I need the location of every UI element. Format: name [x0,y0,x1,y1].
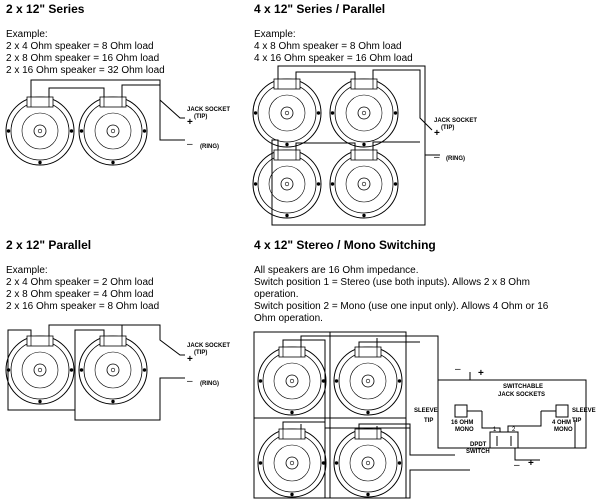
example-line: 2 x 4 Ohm speaker = 2 Ohm load [6,277,154,288]
example-label: Example: [254,29,296,40]
example-label: Example: [6,265,48,276]
description-line: Switch position 2 = Mono (use one input … [254,301,549,324]
section-title: 2 x 12" Parallel [6,238,92,252]
ring-label: (RING) [200,144,219,150]
plus-sign: + [187,117,193,128]
mono-label: MONO [455,427,474,433]
tip-label: (TIP) [194,350,207,356]
section-title: 4 x 12" Stereo / Mono Switching [254,238,436,252]
speaker-cone [78,335,148,405]
example-line: 2 x 8 Ohm speaker = 16 Ohm load [6,53,160,64]
speaker-cone [5,335,75,405]
speaker-cone [252,149,322,219]
sleeve-label: SLEEVE [414,408,438,414]
sleeve-label: SLEEVE [572,408,596,414]
ring-label: (RING) [446,156,465,162]
jack-socket-label: JACK SOCKET [187,343,230,349]
diagram-4x12-series-parallel [252,65,440,226]
example-line: 2 x 16 Ohm speaker = 8 Ohm load [6,301,160,312]
speaker-cone [257,346,327,416]
minus-sign: – [455,364,461,375]
speaker-cone [329,149,399,219]
plus-sign: + [434,128,440,139]
dpdt-label: DPDT [470,442,487,448]
minus-sign: – [514,460,520,471]
diagram-2x12-series [5,79,185,166]
plus-sign: + [528,458,534,469]
ring-label: (RING) [200,381,219,387]
jack-sockets-label: JACK SOCKETS [498,392,545,398]
example-label: Example: [6,29,48,40]
description-line: All speakers are 16 Ohm impedance. [254,265,419,276]
speaker-cone [252,78,322,148]
switchable-label: SWITCHABLE [503,384,543,390]
example-line: 4 x 16 Ohm speaker = 16 Ohm load [254,53,413,64]
switch-pos-1: 1 [493,427,497,433]
section-title: 2 x 12" Series [6,2,85,16]
speaker-cone [329,78,399,148]
diagram-4x12-stereo-mono [253,331,587,499]
section-title: 4 x 12" Series / Parallel [254,2,386,16]
example-line: 2 x 16 Ohm speaker = 32 Ohm load [6,65,165,76]
tip-label: TIP [424,418,433,424]
jack-socket-label: JACK SOCKET [434,118,477,124]
speaker-cone [333,428,403,498]
minus-sign: – [187,139,193,150]
ohm16-label: 16 OHM [451,420,473,426]
speaker-cone [5,96,75,166]
switch-label: SWITCH [466,449,490,455]
tip-label: TIP [572,418,581,424]
mono-label: MONO [554,427,573,433]
speaker-cone [78,96,148,166]
switch-pos-2: 2 [512,427,516,433]
diagram-2x12-parallel [5,324,185,421]
tip-label: (TIP) [194,114,207,120]
plus-sign: + [187,354,193,365]
example-line: 2 x 4 Ohm speaker = 8 Ohm load [6,41,154,52]
example-line: 2 x 8 Ohm speaker = 4 Ohm load [6,289,154,300]
description-line: Switch position 1 = Stereo (use both inp… [254,277,530,300]
minus-sign: – [187,376,193,387]
jack-socket-label: JACK SOCKET [187,107,230,113]
ohm4-label: 4 OHM [552,420,571,426]
plus-sign: + [478,368,484,379]
speaker-cone [257,428,327,498]
minus-sign: – [434,152,440,163]
speaker-cone [333,346,403,416]
example-line: 4 x 8 Ohm speaker = 8 Ohm load [254,41,402,52]
tip-label: (TIP) [441,125,454,131]
